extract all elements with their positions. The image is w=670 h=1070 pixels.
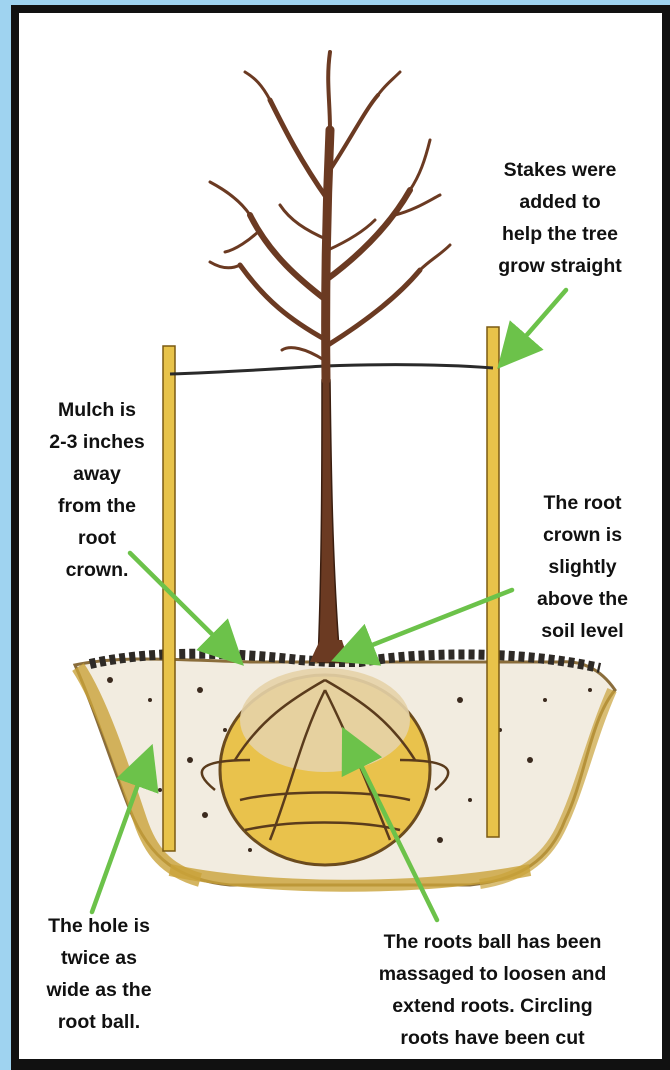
label-hole: The hole is twice as wide as the root ba… [24, 910, 174, 1038]
tree-trunk [318, 380, 340, 662]
stake-right [487, 327, 499, 837]
tree-branches [210, 52, 450, 380]
arrow-hole [92, 765, 145, 912]
label-roots-ball: The roots ball has been massaged to loos… [340, 926, 645, 1054]
label-root-crown: The root crown is slightly above the soi… [505, 487, 660, 647]
arrow-stakes [512, 290, 566, 352]
label-mulch: Mulch is 2-3 inches away from the root c… [28, 394, 166, 586]
tie-wire [170, 365, 493, 374]
label-stakes: Stakes were added to help the tree grow … [470, 154, 650, 282]
